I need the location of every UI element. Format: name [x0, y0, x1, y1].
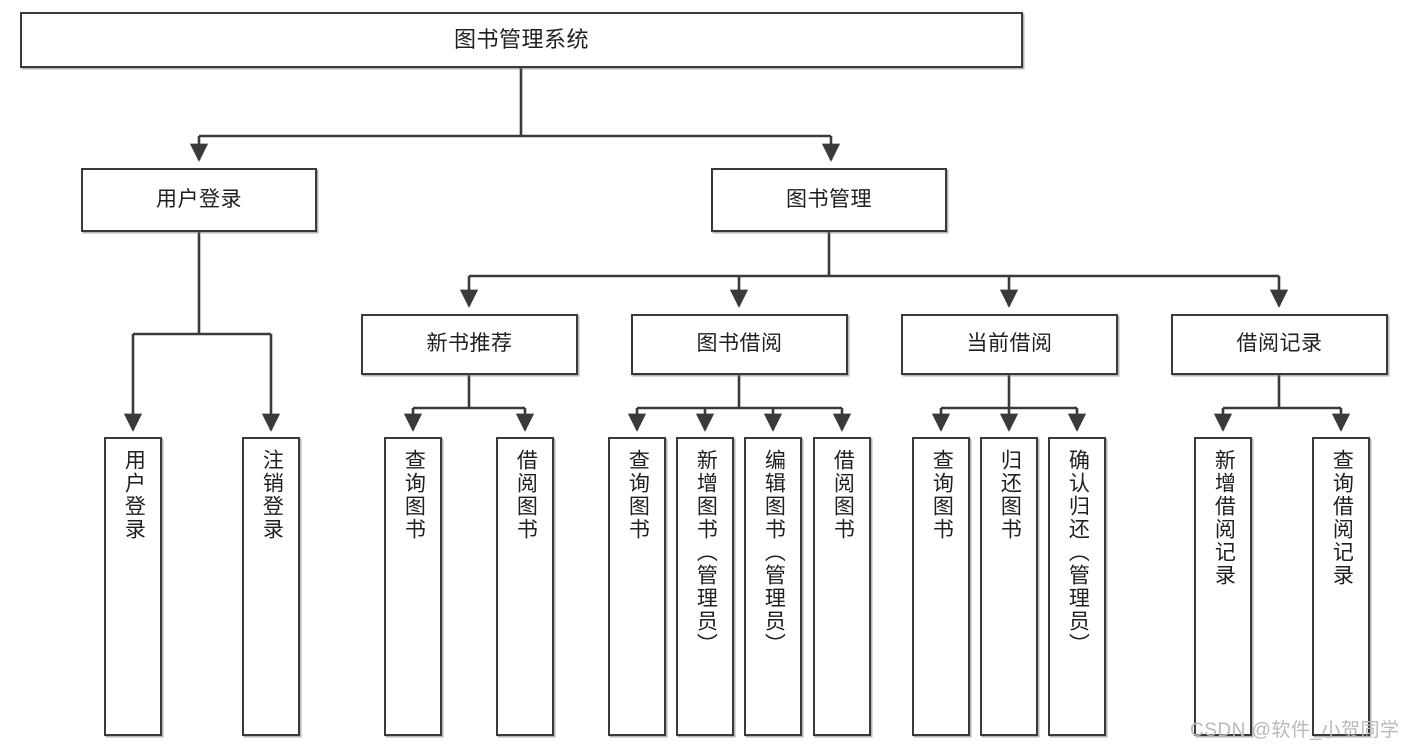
- leaf-borrow-record-add-record[interactable]: 新增借阅记录: [1194, 437, 1252, 736]
- node-user-login[interactable]: 用户登录: [81, 168, 317, 232]
- node-label: 查询图书: [930, 449, 954, 541]
- node-root-book-management-system[interactable]: 图书管理系统: [20, 12, 1023, 68]
- node-label: 编辑图书（管理员）: [762, 449, 786, 656]
- node-current-borrow[interactable]: 当前借阅: [901, 314, 1118, 375]
- node-label: 用户登录: [122, 449, 146, 541]
- leaf-book-borrow-add-book-admin[interactable]: 新增图书（管理员）: [676, 437, 734, 736]
- node-label: 注销登录: [260, 449, 284, 541]
- node-book-management[interactable]: 图书管理: [711, 168, 947, 232]
- node-label: 当前借阅: [966, 332, 1053, 356]
- watermark-text: CSDN @软件_小贺同学: [1190, 720, 1400, 741]
- leaf-book-borrow-edit-book-admin[interactable]: 编辑图书（管理员）: [744, 437, 802, 736]
- node-label: 图书管理: [786, 187, 872, 211]
- node-label: 借阅记录: [1236, 332, 1323, 356]
- node-label: 新书推荐: [426, 332, 513, 356]
- node-label: 新增图书（管理员）: [694, 449, 718, 656]
- leaf-new-book-borrow-book[interactable]: 借阅图书: [496, 437, 554, 736]
- node-label: 查询图书: [402, 449, 426, 541]
- node-label: 新增借阅记录: [1212, 449, 1236, 587]
- node-label: 查询借阅记录: [1330, 449, 1354, 587]
- leaf-current-borrow-confirm-return-admin[interactable]: 确认归还（管理员）: [1048, 437, 1106, 736]
- node-new-book-recommend[interactable]: 新书推荐: [361, 314, 578, 375]
- leaf-current-borrow-query-book[interactable]: 查询图书: [912, 437, 970, 736]
- leaf-book-borrow-borrow-book[interactable]: 借阅图书: [813, 437, 871, 736]
- node-label: 借阅图书: [831, 449, 855, 541]
- node-book-borrow[interactable]: 图书借阅: [631, 314, 848, 375]
- node-label: 确认归还（管理员）: [1066, 449, 1090, 656]
- node-label: 归还图书: [998, 449, 1022, 541]
- leaf-new-book-query-book[interactable]: 查询图书: [384, 437, 442, 736]
- leaf-borrow-record-query-record[interactable]: 查询借阅记录: [1312, 437, 1370, 736]
- node-label: 借阅图书: [514, 449, 538, 541]
- leaf-user-login-logout[interactable]: 注销登录: [242, 437, 300, 736]
- leaf-book-borrow-query-book[interactable]: 查询图书: [608, 437, 666, 736]
- node-label: 图书借阅: [696, 332, 783, 356]
- leaf-current-borrow-return-book[interactable]: 归还图书: [980, 437, 1038, 736]
- node-label: 查询图书: [626, 449, 650, 541]
- leaf-user-login-login[interactable]: 用户登录: [104, 437, 162, 736]
- node-label: 用户登录: [156, 187, 242, 211]
- node-label: 图书管理系统: [453, 27, 589, 53]
- node-borrow-record[interactable]: 借阅记录: [1171, 314, 1388, 375]
